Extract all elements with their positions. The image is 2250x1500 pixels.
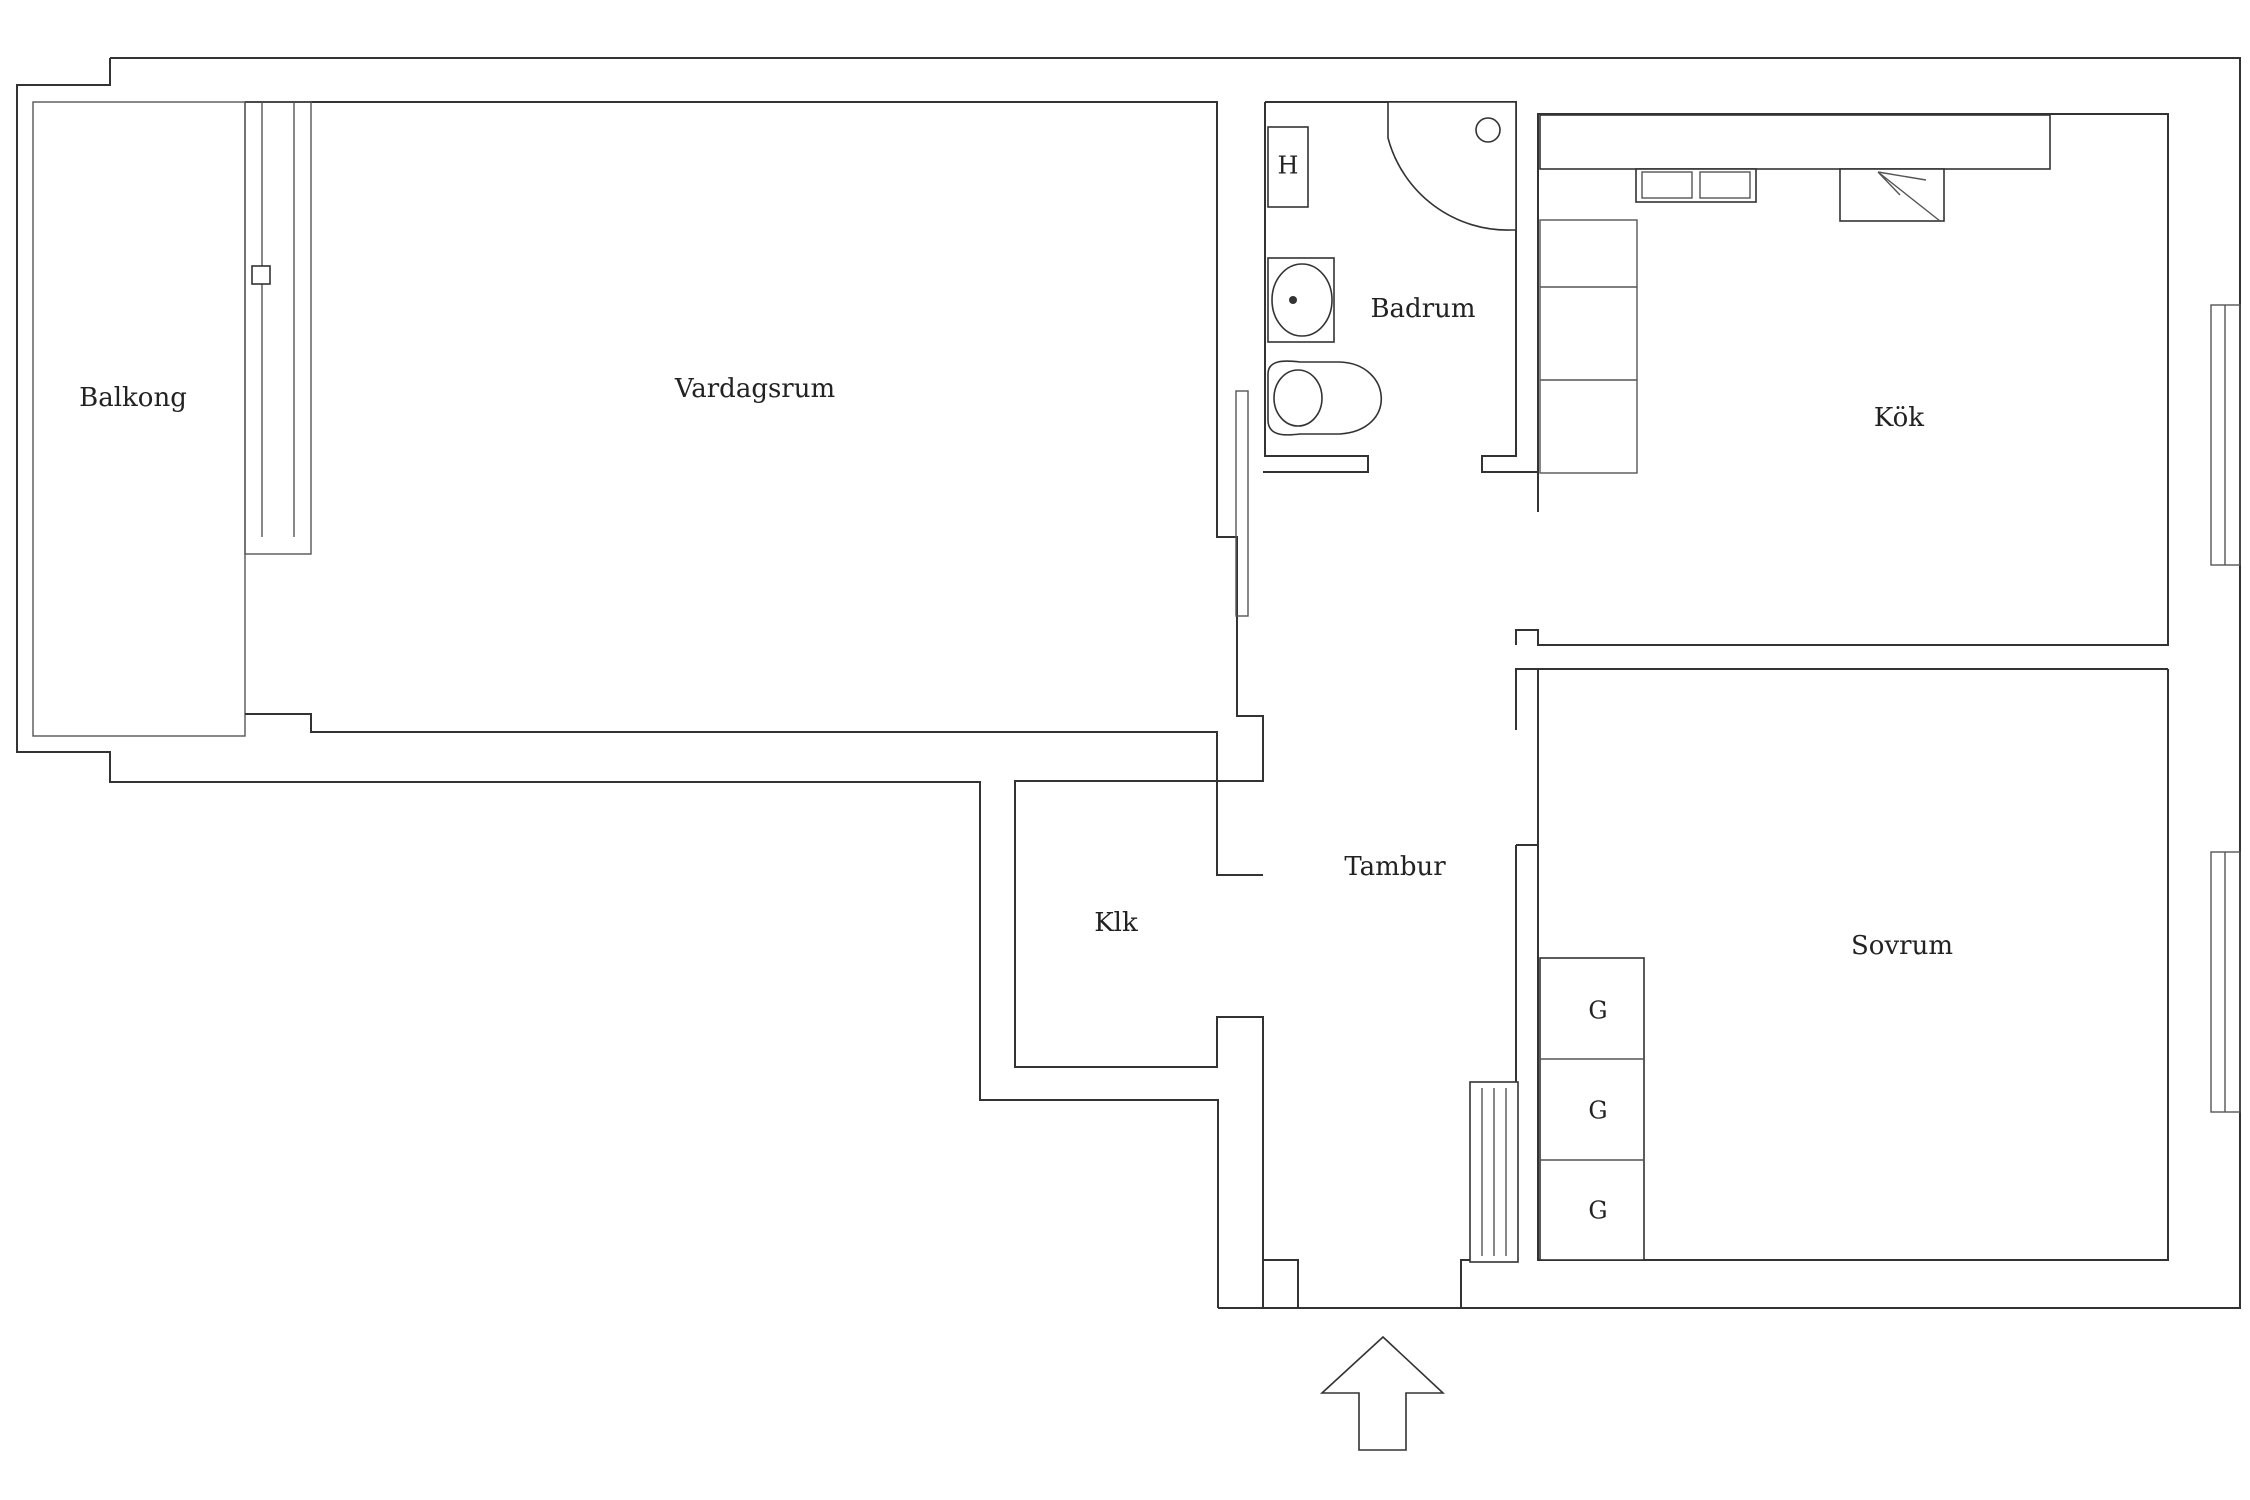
balcony-door <box>244 101 312 555</box>
room-label-klk: Klk <box>1094 908 1138 938</box>
wardrobes: G G G <box>1539 957 1645 1261</box>
kitchen-counter <box>1539 114 2051 474</box>
heater <box>1267 126 1309 208</box>
wardrobe-label: G <box>1588 997 1607 1025</box>
stove <box>1839 168 1945 222</box>
room-label-balkong: Balkong <box>79 383 187 413</box>
room-label-sovrum: Sovrum <box>1851 931 1953 961</box>
door-handle <box>251 265 271 285</box>
counter-top <box>1539 114 2051 170</box>
bathroom-fixtures: H <box>1267 101 1517 436</box>
hall-wall <box>1263 1259 1299 1308</box>
cabinet-column <box>1539 219 1638 474</box>
shower-drain <box>1475 117 1501 143</box>
heater-label: H <box>1278 152 1299 180</box>
bathroom-wall-left <box>1263 102 1369 473</box>
outer-wall <box>16 57 2241 1309</box>
wardrobe-label: G <box>1588 1097 1607 1125</box>
room-label-vardagsrum: Vardagsrum <box>674 374 835 404</box>
kitchen-wall <box>1515 113 2169 646</box>
wardrobe-label: G <box>1588 1197 1607 1225</box>
kitchen-wall-lower <box>1515 668 2168 730</box>
radiator <box>1469 1081 1519 1263</box>
room-label-badrum: Badrum <box>1370 294 1475 324</box>
entrance-arrow-icon <box>1319 1335 1446 1451</box>
bedroom-wall <box>1537 669 2169 1261</box>
room-label-kok: Kök <box>1874 403 1924 433</box>
closet-wall <box>1014 780 1264 1308</box>
balcony-area <box>32 101 246 737</box>
living-room-wall <box>245 101 1264 782</box>
room-label-tambur: Tambur <box>1344 852 1446 882</box>
walls <box>16 57 2241 1309</box>
bathroom-door <box>1235 390 1249 617</box>
sink <box>1635 168 1757 203</box>
